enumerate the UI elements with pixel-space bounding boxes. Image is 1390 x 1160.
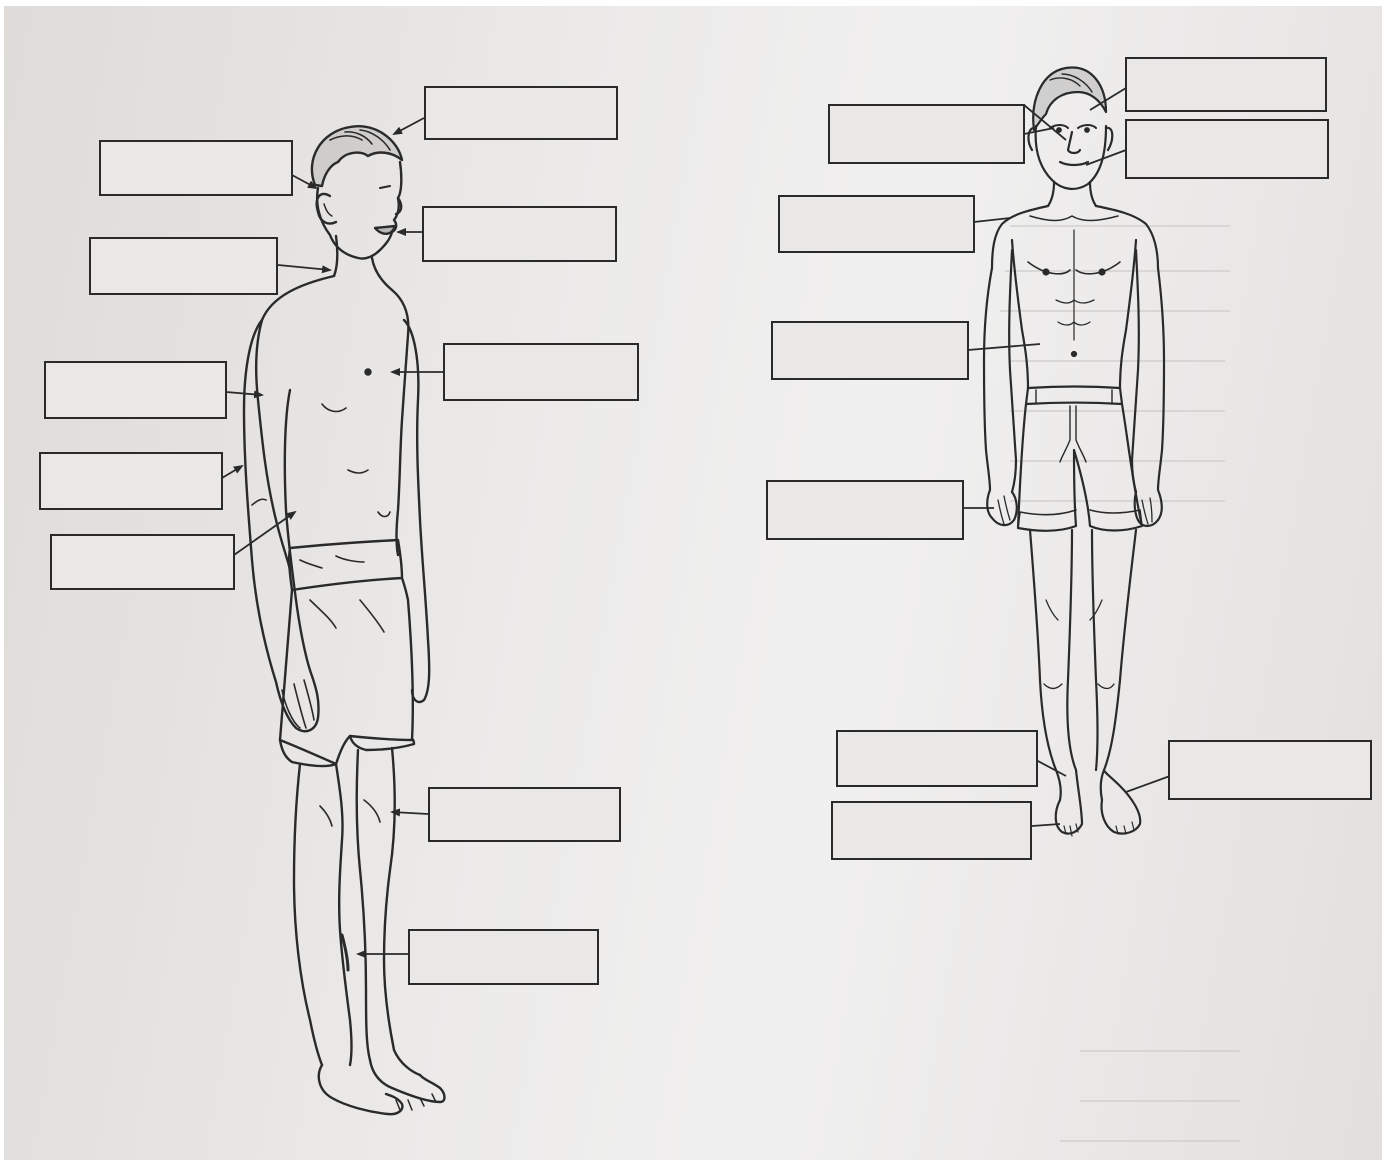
blank-label-box-toes[interactable] [831, 801, 1032, 860]
front-figure-nose [1068, 132, 1080, 153]
blank-label-box-neck[interactable] [89, 237, 278, 295]
front-figure-eyes [1050, 125, 1096, 128]
blank-label-box-chest[interactable] [443, 343, 639, 401]
leader-eye [1024, 128, 1054, 134]
blank-label-box-knee[interactable] [428, 787, 621, 842]
leader-knee [392, 812, 428, 814]
side-figure-arm [244, 320, 319, 731]
side-figure-legs [294, 764, 322, 1065]
blank-label-box-upper-arm[interactable] [44, 361, 227, 419]
leader-toes [1032, 824, 1060, 826]
side-figure-shorts [289, 540, 402, 590]
side-figure-back [256, 276, 334, 570]
leader-stomach [968, 344, 1040, 350]
blank-label-box-eye[interactable] [828, 104, 1025, 164]
blank-label-box-heel[interactable] [1168, 740, 1372, 800]
front-view-figure [984, 68, 1164, 836]
front-figure-right-arm [1132, 250, 1164, 520]
front-figure-left-arm [984, 250, 1016, 518]
blank-label-box-head[interactable] [424, 86, 618, 140]
blank-label-box-ear[interactable] [99, 140, 293, 196]
side-figure-hair [312, 126, 402, 186]
front-figure-mouth [1060, 162, 1088, 165]
blank-label-box-ankle[interactable] [836, 730, 1038, 787]
leader-ankle [1036, 760, 1066, 776]
leader-waist [234, 512, 295, 555]
leader-elbow [222, 466, 242, 478]
blank-label-box-elbow[interactable] [39, 452, 223, 510]
side-figure-chest [392, 290, 408, 555]
blank-label-box-chin[interactable] [1125, 119, 1329, 179]
blank-label-box-waist[interactable] [50, 534, 235, 590]
leader-top-of-head [394, 118, 424, 134]
front-figure-shoulders [992, 206, 1158, 268]
leader-chin [1086, 150, 1126, 165]
side-figure-feet [319, 1065, 403, 1114]
blank-label-box-hand[interactable] [766, 480, 964, 540]
blank-label-box-stomach[interactable] [771, 321, 969, 380]
front-figure-shorts [1026, 387, 1122, 405]
leader-neck [278, 265, 330, 270]
blank-label-box-shoulder[interactable] [778, 195, 975, 253]
blank-label-box-mouth[interactable] [422, 206, 617, 262]
side-figure-head [317, 162, 401, 259]
leader-heel [1126, 776, 1170, 792]
side-figure-mouth [375, 226, 395, 234]
front-figure-legs [1030, 530, 1136, 800]
blank-label-box-hair[interactable] [1125, 57, 1327, 112]
blank-label-box-shin[interactable] [408, 929, 599, 985]
